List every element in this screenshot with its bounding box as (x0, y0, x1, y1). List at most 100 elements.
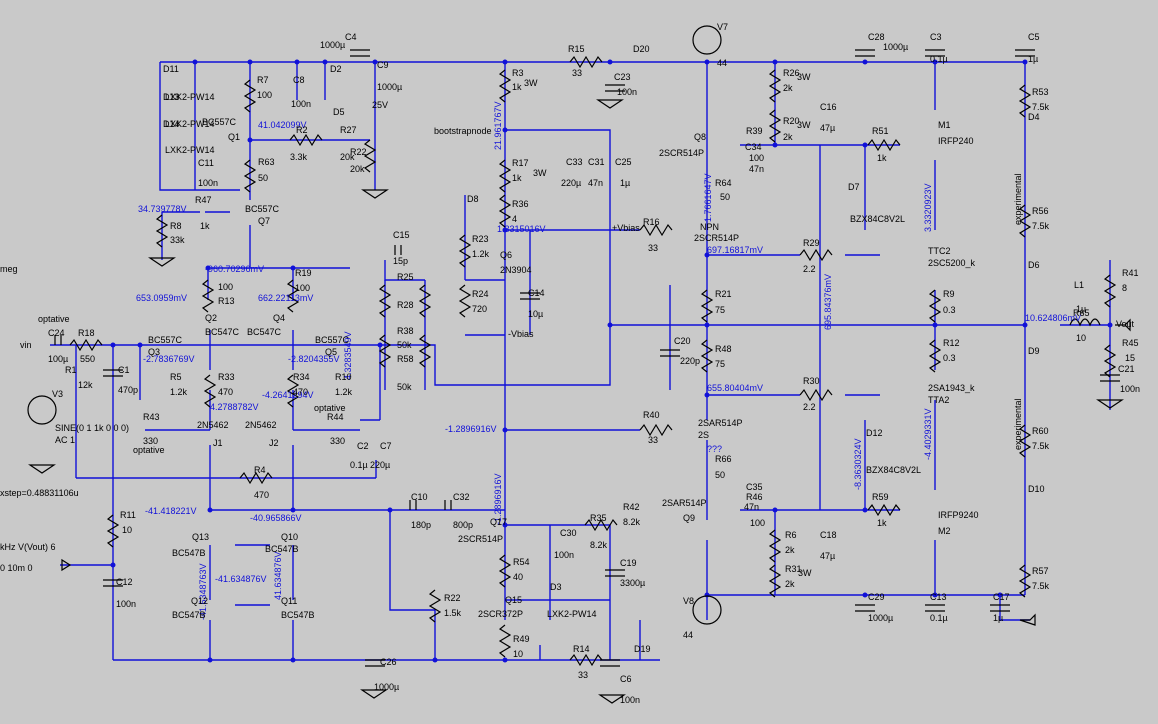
resistor-r6 (768, 529, 782, 563)
label-d12-model: BZX84C8V2L (866, 465, 921, 475)
label-r12-value: 0.3 (943, 353, 956, 363)
label-r53-value: 7.5k (1032, 102, 1050, 112)
label-r28: R28 (397, 300, 414, 310)
label-q13: Q13 (192, 532, 209, 542)
label-m2: M2 (938, 526, 951, 536)
label-q8: Q8 (694, 132, 706, 142)
label-r57-value: 7.5k (1032, 581, 1050, 591)
label-q11: Q11 (281, 596, 297, 606)
source-v7 (692, 25, 722, 55)
label-c5: C5 (1028, 32, 1040, 42)
label-c8-value: 100n (291, 99, 311, 109)
label-v8: V8 (683, 596, 694, 606)
label-r30-value: 2.2 (803, 402, 816, 412)
label-r35: R35 (590, 513, 607, 523)
resistor-r23 (458, 234, 472, 268)
resistor-r30 (799, 388, 833, 402)
node-voltage: 695.84376mV (823, 274, 833, 330)
label-c34-value: 47n (749, 164, 764, 174)
node-voltage: -41.634876V (215, 574, 267, 584)
label-r33: R33 (218, 372, 235, 382)
label-optative-b: optative (314, 403, 346, 413)
label-lxk-1: LXK2-PW14 (165, 92, 215, 102)
label-r5-value: 1.2k (170, 387, 188, 397)
node-voltage: 3.3320923V (923, 183, 933, 232)
label-khz-directive: kHz V(Vout) 6 (0, 542, 56, 552)
label-d5: D5 (333, 107, 345, 117)
label-r21: R21 (715, 289, 732, 299)
label-r19-value: 100 (295, 283, 310, 293)
label-d12: D12 (866, 428, 883, 438)
resistor-r11 (106, 514, 120, 548)
label-q17-model: 2SCR514P (458, 534, 503, 544)
label-c28-value: 1000µ (883, 42, 908, 52)
label-q2-model: BC547C (205, 327, 240, 337)
label-c33: C33 (566, 157, 583, 167)
label-r10: R10 (335, 372, 352, 382)
node-voltage: 1.7661647V (703, 173, 713, 222)
label-q3: Q3 (148, 347, 160, 357)
inductor-l1 (1069, 318, 1101, 327)
label-r15-value: 33 (572, 68, 582, 78)
label-r26-value: 2k (783, 83, 793, 93)
label-q5-model: BC557C (315, 335, 350, 345)
label-c23: C23 (614, 72, 631, 82)
label-c2-value: 0.1µ (350, 460, 368, 470)
label-r56: R56 (1032, 206, 1049, 216)
resistor-r16 (639, 223, 673, 237)
resistor-r36 (498, 194, 512, 228)
ground-5 (148, 257, 176, 267)
label-d4: D4 (1028, 112, 1040, 122)
capacitor-c13 (925, 604, 945, 612)
label-r10-value: 1.2k (335, 387, 353, 397)
ground-3 (598, 694, 626, 704)
node-voltage: 653.0959mV (136, 293, 187, 303)
label-vbias-minus: -Vbias (508, 329, 534, 339)
label-r44-value: 330 (330, 436, 345, 446)
node-voltage: -2.8204355V (288, 354, 340, 364)
label-r11: R11 (120, 510, 136, 520)
label-r36-value: 4 (512, 214, 517, 224)
capacitor-c28 (855, 49, 875, 57)
label-r51-value: 1k (877, 153, 887, 163)
component-symbols (27, 25, 1131, 704)
label-c20: C20 (674, 336, 691, 346)
label-r18: R18 (78, 328, 95, 338)
label-r64: R64 (715, 178, 732, 188)
label-r16-value: 33 (648, 243, 658, 253)
label-r15: R15 (568, 44, 585, 54)
label-c31: C31 (588, 157, 605, 167)
label-r48: R48 (715, 344, 732, 354)
label-r47: R47 (195, 195, 212, 205)
label-c30: C30 (560, 528, 577, 538)
resistor-r8 (155, 214, 169, 248)
label-c26-value: 1000µ (374, 682, 399, 692)
resistor-r57 (1018, 564, 1032, 598)
label-c16-value: 47µ (820, 123, 835, 133)
label-c21-value: 100n (1120, 384, 1140, 394)
label-c5-value: 1µ (1028, 54, 1038, 64)
label-c3-value: 0.1µ (930, 54, 948, 64)
label-r57: R57 (1032, 566, 1049, 576)
label-r3: R3 (512, 68, 524, 78)
ground-7 (596, 99, 624, 109)
resistor-r24 (458, 284, 472, 318)
label-r48-value: 75 (715, 359, 725, 369)
capacitor-c12 (103, 579, 123, 587)
junctions (110, 59, 1113, 663)
label-c18: C18 (820, 530, 837, 540)
label-q15: Q15 (505, 595, 522, 605)
label-r5: R5 (170, 372, 182, 382)
label-r18-value: 550 (80, 354, 95, 364)
label-r4-value: 470 (254, 490, 269, 500)
label-r31-value: 2k (785, 579, 795, 589)
node-voltage: 10.624806mV (1025, 313, 1081, 323)
label-r65: R65 (1073, 308, 1090, 318)
capacitor-c14 (520, 292, 540, 300)
label-c6: C6 (620, 674, 632, 684)
label-c33-value: 220µ (561, 178, 581, 188)
label-r45: R45 (1122, 338, 1139, 348)
label-c31-value: 47n (588, 178, 603, 188)
capacitor-c20 (660, 349, 680, 357)
